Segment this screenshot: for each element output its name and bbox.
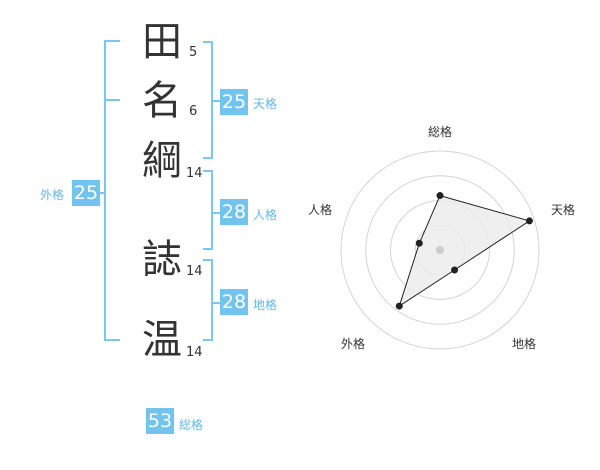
jinkaku-bracket-tick: [211, 212, 220, 214]
gaikaku-value: 25: [72, 180, 100, 206]
gaikaku-bracket-bottom: [104, 339, 120, 341]
stroke-count-1: 5: [189, 45, 198, 60]
jinkaku-bracket-top: [203, 170, 213, 172]
gaikaku-label: 外格: [40, 188, 65, 202]
chikaku-label: 地格: [253, 298, 278, 312]
radar-label-gaikaku: 外格: [341, 337, 366, 351]
radar-point: [415, 239, 423, 247]
radar-center-dot: [436, 246, 444, 254]
radar-ring: [365, 175, 515, 325]
name-char-4: 誌: [142, 237, 182, 283]
soukaku-value: 53: [146, 408, 174, 434]
tenkaku-bracket-tick: [211, 100, 220, 102]
chikaku-value: 28: [220, 289, 248, 315]
radar-point: [436, 192, 444, 200]
stroke-count-4: 14: [186, 264, 203, 279]
radar-point: [395, 302, 403, 310]
gaikaku-bracket-tick: [98, 192, 106, 194]
name-char-2: 名: [142, 78, 182, 124]
chikaku-bracket: [211, 259, 213, 341]
tenkaku-label: 天格: [253, 97, 278, 111]
name-char-1: 田: [142, 19, 182, 65]
radar-point: [451, 266, 459, 274]
name-char-5: 温: [142, 317, 182, 363]
stroke-count-5: 14: [186, 345, 203, 360]
jinkaku-bracket-bottom: [203, 248, 213, 250]
name-char-3: 綱: [142, 138, 182, 184]
radar-label-tenkaku: 天格: [551, 203, 576, 217]
radar-label-chikaku: 地格: [512, 337, 537, 351]
stroke-count-3: 14: [186, 166, 203, 181]
gaikaku-bracket: [104, 40, 106, 341]
jinkaku-value: 28: [220, 199, 248, 225]
gaikaku-bracket-mid: [104, 99, 120, 101]
chikaku-bracket-tick: [211, 302, 220, 304]
radar-ring: [340, 150, 540, 350]
soukaku-label: 総格: [179, 418, 204, 432]
jinkaku-bracket: [211, 170, 213, 250]
radar-label-jinkaku: 人格: [308, 203, 333, 217]
radar-label-soukaku: 総格: [428, 125, 453, 139]
jinkaku-label: 人格: [253, 208, 278, 222]
stroke-count-2: 6: [189, 104, 198, 119]
tenkaku-bracket-top: [203, 41, 213, 43]
tenkaku-value: 25: [220, 89, 248, 115]
chikaku-bracket-bottom: [203, 339, 213, 341]
chikaku-bracket-top: [203, 259, 213, 261]
tenkaku-bracket-bottom: [203, 157, 213, 159]
radar-shape: [398, 194, 531, 308]
radar-point: [525, 217, 533, 225]
gaikaku-bracket-top: [104, 40, 120, 42]
